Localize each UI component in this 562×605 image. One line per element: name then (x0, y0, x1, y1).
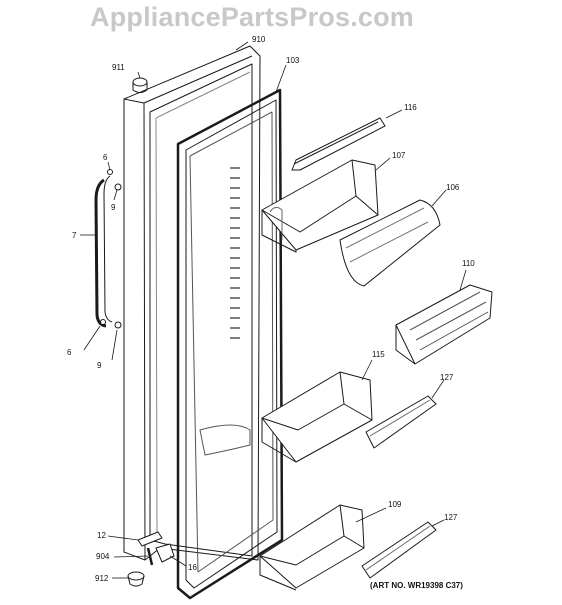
trim-127-upper (365, 395, 437, 449)
callout-912: 912 (95, 574, 109, 583)
callout-7: 7 (72, 231, 77, 240)
inner-liner (189, 111, 274, 573)
callout-910: 910 (252, 35, 266, 44)
door-panel (123, 45, 261, 561)
callout-127-lower: 127 (444, 513, 458, 522)
art-number: (ART NO. WR19398 C37) (370, 581, 463, 590)
bin-109 (259, 504, 365, 591)
callout-127-upper: 127 (440, 373, 454, 382)
door-handle (94, 169, 122, 329)
trim-127-lower (361, 521, 437, 579)
dairy-cover (339, 199, 441, 287)
callout-107: 107 (392, 151, 406, 160)
callout-9-upper: 9 (111, 203, 116, 212)
bin-115 (261, 371, 373, 463)
callout-110: 110 (462, 259, 475, 268)
callout-115: 115 (372, 350, 385, 359)
callout-911: 911 (112, 63, 125, 72)
callout-6-upper: 6 (103, 153, 108, 162)
watermark: AppliancePartsPros.com (90, 2, 415, 32)
leader-lines (80, 41, 467, 579)
callout-labels: 910 911 103 116 107 106 110 115 127 109 … (67, 35, 475, 583)
callout-904: 904 (96, 552, 110, 561)
shelf-110 (395, 284, 493, 365)
door-gasket (176, 88, 284, 600)
hinge-parts (127, 531, 175, 587)
bin-107 (261, 159, 379, 253)
callout-103: 103 (286, 56, 300, 65)
callout-6-lower: 6 (67, 348, 72, 357)
callout-106: 106 (446, 183, 460, 192)
callout-16: 16 (188, 563, 197, 572)
callout-9-lower: 9 (97, 361, 102, 370)
callout-116: 116 (404, 103, 417, 112)
callout-12: 12 (97, 531, 106, 540)
callout-109: 109 (388, 500, 402, 509)
bin-rail (291, 117, 386, 171)
